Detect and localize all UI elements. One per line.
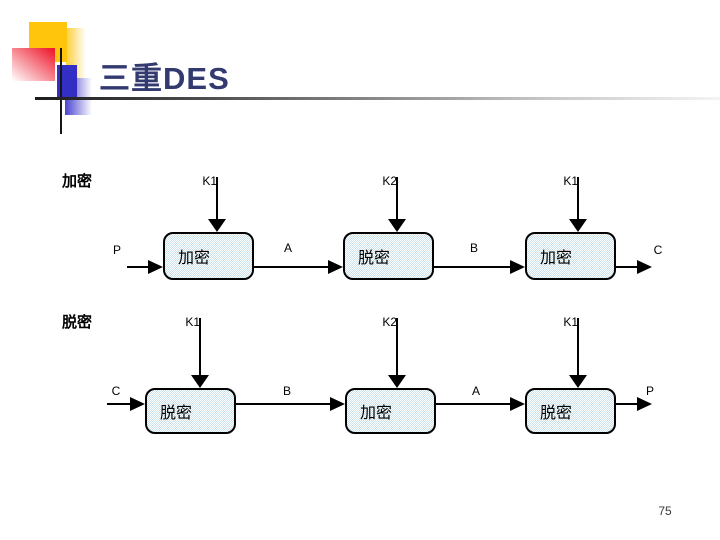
down-arrowhead-icon	[388, 375, 406, 388]
right-arrowhead-icon	[637, 397, 652, 411]
row2-input-label: C	[111, 384, 121, 398]
right-arrowhead-icon	[130, 397, 145, 411]
row2-label: 脱密	[62, 314, 93, 331]
row2-key-arrow-line-1	[199, 318, 201, 375]
row2-key-arrow-line-2	[396, 318, 398, 375]
row1-key-1: K1	[202, 174, 217, 188]
right-arrowhead-icon	[330, 397, 345, 411]
row2-stage-1-label: 脱密	[160, 405, 193, 422]
row1-between-label-1: A	[283, 241, 292, 255]
page-title: 三重DES	[99, 61, 230, 96]
row1-output-line	[616, 266, 637, 268]
row1-key-arrow-line-1	[216, 177, 218, 219]
row2-between-label-2: A	[471, 384, 480, 398]
row2-key-1: K1	[185, 315, 200, 329]
logo-cross-vertical-line	[60, 48, 62, 134]
row1-stage-1-box: 加密	[163, 232, 254, 280]
right-arrowhead-icon	[510, 397, 525, 411]
row2-stage-3-box: 脱密	[525, 388, 616, 434]
row2-output-label: P	[645, 384, 654, 398]
row1-stage-3-label: 加密	[540, 250, 573, 267]
page-number: 75	[658, 504, 672, 518]
right-arrowhead-icon	[510, 260, 525, 274]
row2-output-line	[616, 403, 637, 405]
row2-stage-2-label: 加密	[360, 405, 393, 422]
row1-stage-2-label: 脱密	[358, 250, 391, 267]
row1-label: 加密	[62, 173, 93, 190]
logo-blue-square	[57, 65, 77, 97]
row1-connector-line-2	[434, 266, 510, 268]
row1-key-2: K2	[382, 174, 397, 188]
row2-key-3: K1	[563, 315, 578, 329]
down-arrowhead-icon	[388, 219, 406, 232]
right-arrowhead-icon	[148, 260, 163, 274]
row1-key-arrow-line-3	[577, 177, 579, 219]
row2-stage-1-box: 脱密	[145, 388, 236, 434]
row2-key-2: K2	[382, 315, 397, 329]
row1-stage-3-box: 加密	[525, 232, 616, 280]
down-arrowhead-icon	[191, 375, 209, 388]
down-arrowhead-icon	[569, 375, 587, 388]
row1-between-label-2: B	[469, 241, 478, 255]
logo-red-fade-square	[12, 48, 55, 81]
row2-input-line	[107, 403, 130, 405]
row1-input-label: P	[112, 243, 121, 257]
row2-between-label-1: B	[282, 384, 291, 398]
row1-stage-2-box: 脱密	[343, 232, 434, 280]
row1-connector-line-1	[254, 266, 328, 268]
down-arrowhead-icon	[208, 219, 226, 232]
row1-key-arrow-line-2	[396, 177, 398, 219]
row1-input-line	[127, 266, 148, 268]
row2-stage-2-box: 加密	[345, 388, 436, 434]
right-arrowhead-icon	[328, 260, 343, 274]
row1-output-label: C	[653, 243, 663, 257]
row2-connector-line-2	[436, 403, 510, 405]
title-underline-rule	[35, 97, 720, 100]
right-arrowhead-icon	[637, 260, 652, 274]
row1-key-3: K1	[563, 174, 578, 188]
row1-stage-1-label: 加密	[178, 250, 211, 267]
down-arrowhead-icon	[569, 219, 587, 232]
row2-connector-line-1	[236, 403, 330, 405]
row2-key-arrow-line-3	[577, 318, 579, 375]
row2-stage-3-label: 脱密	[540, 405, 573, 422]
